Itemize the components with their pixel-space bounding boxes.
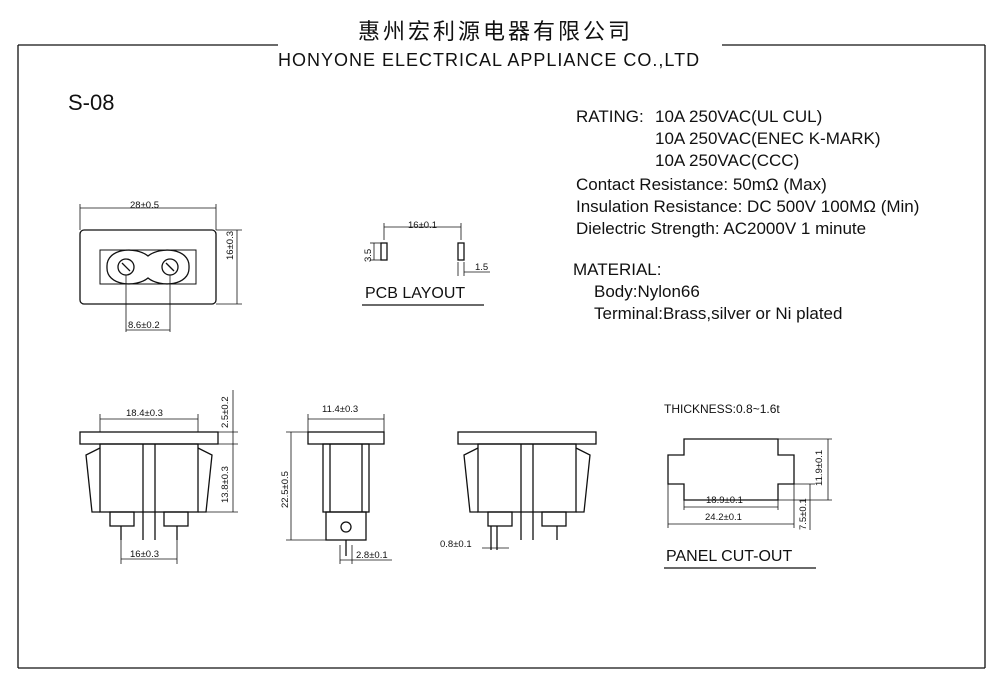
pcb-pitch-dim: 16±0.1	[408, 220, 437, 231]
company-name-cn: 惠州宏利源电器有限公司	[358, 20, 634, 45]
rating-line-2: 10A 250VAC(ENEC K-MARK)	[655, 129, 881, 148]
panel-thickness: THICKNESS:0.8~1.6t	[664, 402, 780, 416]
model-number: S-08	[68, 90, 115, 115]
side-view-2-drawing	[286, 414, 392, 564]
front-width-dim: 28±0.5	[130, 200, 159, 211]
rating-line-1: 10A 250VAC(UL CUL)	[655, 107, 823, 126]
panel-outer-width-dim: 24.2±0.1	[705, 512, 742, 523]
side2-pin-offset-dim: 2.8±0.1	[356, 550, 388, 561]
rating-line-3: 10A 250VAC(CCC)	[655, 151, 800, 170]
front-pin-pitch-dim: 8.6±0.2	[128, 320, 160, 331]
panel-cutout-drawing	[667, 438, 832, 530]
side-view-3-drawing	[457, 431, 597, 550]
spec-contact-resistance: Contact Resistance: 50mΩ (Max)	[576, 175, 827, 194]
side1-pin-span-dim: 16±0.3	[130, 549, 159, 560]
panel-cutout-title: PANEL CUT-OUT	[666, 548, 793, 565]
front-view-drawing	[79, 204, 242, 332]
company-name-en: HONYONE ELECTRICAL APPLIANCE CO.,LTD	[278, 50, 701, 70]
spec-dielectric-strength: Dielectric Strength: AC2000V 1 minute	[576, 219, 867, 238]
side2-top-width-dim: 11.4±0.3	[322, 404, 359, 415]
side3-pin-thickness-dim: 0.8±0.1	[440, 539, 472, 550]
title-frame	[17, 44, 986, 669]
pcb-layout-drawing	[370, 223, 490, 276]
material-title: MATERIAL:	[573, 260, 662, 279]
side1-body-width-dim: 18.4±0.3	[126, 408, 163, 419]
pcb-layout-title: PCB LAYOUT	[365, 285, 466, 302]
spec-insulation-resistance: Insulation Resistance: DC 500V 100MΩ (Mi…	[576, 197, 920, 216]
material-body: Body:Nylon66	[594, 282, 700, 301]
pcb-pad-width-dim: 1.5	[475, 262, 489, 273]
side-view-1-drawing	[79, 390, 238, 564]
rating-label: RATING:	[576, 107, 644, 126]
material-terminal: Terminal:Brass,silver or Ni plated	[594, 304, 843, 323]
